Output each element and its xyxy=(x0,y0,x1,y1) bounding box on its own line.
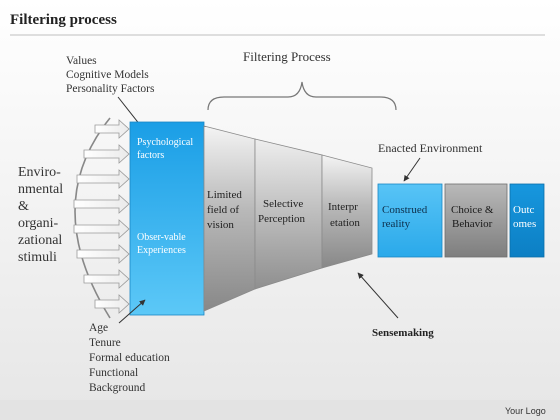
sensemaking-label: Sensemaking xyxy=(372,327,434,339)
stimuli-arc xyxy=(74,117,111,319)
enacted-environment-arrow xyxy=(403,157,421,182)
input-arrow xyxy=(73,194,130,214)
observable-experiences-label: Obser-vable Experiences xyxy=(137,232,188,256)
footer-bar xyxy=(0,400,560,420)
stimuli-label: Enviro- nmental & organi- zational stimu… xyxy=(18,165,67,265)
cognitive-factors-list: Values Cognitive Models Personality Fact… xyxy=(66,55,155,95)
input-arrows xyxy=(73,119,130,314)
filtering-process-brace xyxy=(207,81,397,111)
psychological-factors-label: Psychological factors xyxy=(137,137,196,161)
filtering-process-label: Filtering Process xyxy=(243,49,331,64)
footer-logo: Your Logo xyxy=(505,406,546,416)
funnel-section-interpretation xyxy=(321,154,373,269)
choice-behavior-label: Choice & Behavior xyxy=(451,204,496,230)
outcomes-box xyxy=(509,183,545,258)
limited-field-of-vision-label: Limited field of vision xyxy=(207,189,245,231)
demographics-list: Age Tenure Formal education Functional B… xyxy=(89,322,173,394)
sensemaking-arrow xyxy=(357,272,399,319)
construed-reality-label: Construed reality xyxy=(382,204,430,230)
input-arrow xyxy=(73,219,130,239)
input-arrow xyxy=(83,144,130,164)
slide-title: Filtering process xyxy=(10,12,117,28)
outcomes-label: Outc omes xyxy=(513,204,537,230)
demographics-pointer-arrow xyxy=(118,299,146,324)
interpretation-label: Interpr etation xyxy=(328,201,361,229)
input-arrow xyxy=(76,244,130,264)
input-arrow xyxy=(94,119,130,139)
filtering-funnel xyxy=(203,125,373,312)
selective-perception-label: Selective Perception xyxy=(258,198,306,225)
input-arrow xyxy=(94,294,130,314)
input-arrow xyxy=(83,269,130,289)
psychological-filter-box xyxy=(129,121,205,316)
enacted-environment-label: Enacted Environment xyxy=(378,141,483,155)
choice-behavior-box xyxy=(444,183,508,258)
construed-reality-box xyxy=(377,183,443,258)
input-arrow xyxy=(76,169,130,189)
